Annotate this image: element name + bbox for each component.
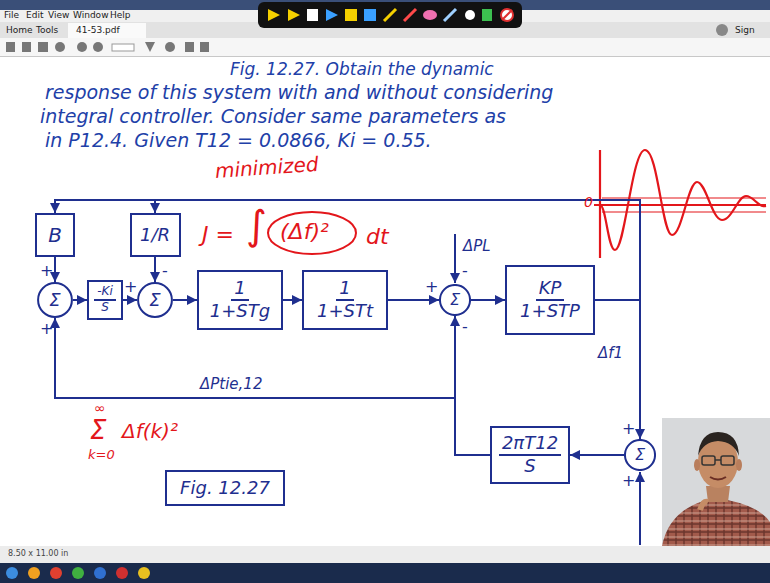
bias-gain-block: B [35, 213, 75, 257]
block-label: Fig. 12.27 [177, 478, 273, 499]
block-label: Σ [46, 290, 63, 311]
tab-name: Tools [36, 25, 58, 35]
annotation-formula: k=0 [88, 448, 115, 463]
problem-text: Fig. 12.27. Obtain the dynamic [230, 60, 494, 80]
sign-label: + [622, 420, 635, 438]
file-name: 41-53.pdf [76, 25, 120, 35]
axis-label: 0 [584, 194, 593, 210]
menu-item: Edit [26, 10, 43, 20]
annotation-formula: Δf(k)² [122, 420, 178, 443]
numerator: 2πT12 [499, 433, 561, 456]
status-bar [0, 546, 770, 563]
signal-line [154, 257, 156, 282]
problem-text: response of this system with and without… [45, 82, 553, 104]
annotation-formula: (Δf)² [280, 219, 329, 244]
sign-label: - [462, 318, 468, 336]
sign-label: + [40, 320, 53, 338]
taskbar [0, 563, 770, 583]
sign-label: + [425, 278, 438, 296]
menu-item: Help [110, 10, 131, 20]
signal-line [54, 257, 56, 282]
denominator: 1+STP [517, 301, 583, 322]
sign-label: + [40, 262, 53, 280]
response-sketch [594, 150, 766, 258]
numerator: -Ki [94, 285, 116, 301]
menu-item: Window [73, 10, 109, 20]
sign-button: Sign [735, 25, 755, 35]
block-label: Σ [447, 291, 463, 309]
signal-line [55, 318, 490, 455]
denominator: S [521, 456, 538, 477]
annotation-formula: ∞ [94, 400, 106, 416]
denominator: 1+STt [314, 301, 376, 322]
summing-junction: Σ [624, 439, 656, 471]
block-label: Σ [146, 290, 163, 311]
problem-text: integral controller. Consider same param… [40, 106, 506, 128]
annotation-formula: dt [366, 224, 389, 249]
annotation-note: minimized [214, 153, 319, 183]
numerator: 1 [231, 278, 248, 301]
summing-junction: Σ [137, 282, 173, 318]
menu-item: File [4, 10, 19, 20]
integral-sign: ∫ [246, 202, 267, 248]
tie-line-block: 2πT12S [490, 426, 570, 484]
toolbar-icons [6, 24, 728, 52]
load-disturbance-arrow [454, 234, 456, 283]
signal-line [73, 299, 87, 301]
sign-label: + [124, 278, 137, 296]
governor-block: 11+STg [197, 270, 283, 330]
menu-item: View [48, 10, 69, 20]
integral-controller-block: -KiS [87, 280, 123, 320]
figure-caption-box: Fig. 12.27 [165, 470, 285, 506]
annotation-tool-icons [268, 9, 513, 21]
signal-line [471, 299, 505, 301]
signal-line [55, 200, 640, 300]
signal-line [595, 300, 640, 439]
sign-label: - [462, 262, 468, 280]
toolbar-border [0, 56, 770, 57]
annotation-formula: Σ [90, 416, 106, 446]
page-size: 8.50 x 11.00 in [8, 549, 68, 558]
file-tab [68, 23, 146, 38]
denominator: 1+STg [207, 301, 273, 322]
highlight-ellipse [268, 212, 356, 254]
signal-line [173, 299, 197, 301]
lecturer-photo [662, 418, 770, 546]
block-label: 1/R [137, 225, 173, 246]
turbine-block: 11+STt [302, 270, 388, 330]
signal-line [455, 316, 490, 455]
toolbar [0, 38, 770, 56]
summing-junction: Σ [439, 284, 471, 316]
sign-label: - [162, 262, 168, 280]
signal-name: ΔPtie,12 [200, 376, 262, 393]
taskbar-icons [6, 567, 150, 579]
signal-name: Δf1 [598, 345, 623, 362]
problem-text: in P12.4. Given T12 = 0.0866, Ki = 0.55. [45, 130, 432, 152]
annotation-formula: J = [202, 222, 234, 247]
signal-line [283, 299, 302, 301]
numerator: KP [536, 278, 565, 301]
denominator: S [98, 301, 112, 315]
power-system-block: KP1+STP [505, 265, 595, 335]
signal-line [388, 299, 439, 301]
numerator: 1 [336, 278, 353, 301]
block-label: B [45, 224, 65, 247]
block-label: Σ [632, 446, 648, 464]
signal-line [570, 454, 624, 456]
annotation-toolbar [258, 2, 522, 28]
tab-name: Home [6, 25, 33, 35]
summing-junction: Σ [37, 282, 73, 318]
droop-gain-block: 1/R [130, 213, 181, 257]
sign-label: + [622, 472, 635, 490]
area-two-input-arrow [639, 472, 641, 545]
signal-line [123, 299, 137, 301]
signal-name: ΔPL [463, 238, 491, 255]
